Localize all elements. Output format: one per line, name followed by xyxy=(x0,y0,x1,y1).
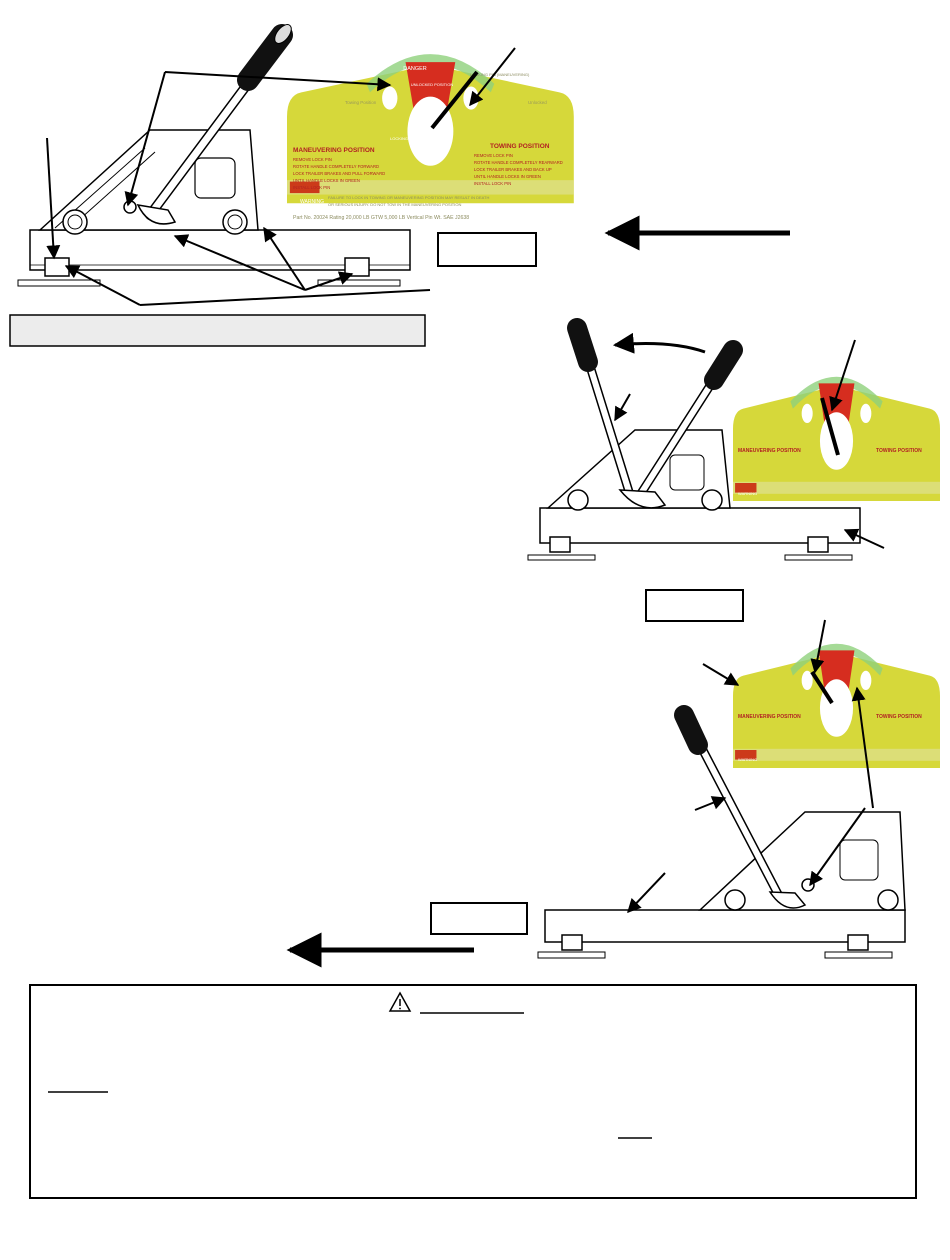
unlocked-label: UNLOCKED POSITION xyxy=(411,82,454,87)
leader-lines-1 xyxy=(46,47,516,306)
towing-step-3: LOCK TRAILER BRAKES AND BACK UP xyxy=(474,167,552,172)
maneuvering-title-3: MANEUVERING POSITION xyxy=(738,714,801,720)
caption-box-2 xyxy=(645,589,744,622)
handle-3 xyxy=(674,705,815,909)
mount-foot-left-3 xyxy=(537,934,606,959)
mount-foot-right-3 xyxy=(824,934,893,959)
danger-label: DANGER xyxy=(403,66,427,72)
caption-box-1 xyxy=(437,232,537,267)
towing-title-2: TOWING POSITION xyxy=(876,448,922,454)
panel-1-towing: DANGER Towing Position LOCKING PIN (TOWI… xyxy=(9,24,790,347)
side-plate xyxy=(38,129,259,231)
warning-triangle-icon xyxy=(388,991,412,1012)
maneuvering-step-5: INSTALL LOCK PIN xyxy=(293,185,330,190)
towing-step-4: UNTIL HANDLE LOCKS IN GREEN xyxy=(474,174,541,179)
warning-label: WARNING xyxy=(300,199,324,205)
warning-text-2: OR SERIOUS INJURY. DO NOT TOW IN THE MAN… xyxy=(328,202,461,207)
maneuvering-title: MANEUVERING POSITION xyxy=(293,147,375,154)
towing-step-5: INSTALL LOCK PIN xyxy=(474,181,511,186)
maneuvering-step-1: REMOVE LOCK PIN xyxy=(293,157,332,162)
towing-pos-label: Towing Position xyxy=(345,100,377,105)
towing-step-1: REMOVE LOCK PIN xyxy=(474,153,513,158)
side-plate-2 xyxy=(546,429,731,509)
leader-lines-3 xyxy=(627,619,874,914)
position-needle xyxy=(430,70,479,130)
title-banner xyxy=(9,314,426,347)
panel-2-rotation: MANEUVERING POSITION TOWING POSITION WAR… xyxy=(527,318,940,622)
warning-text-1: FAILURE TO LOCK IN TOWING OR MANEUVERING… xyxy=(328,195,489,200)
part-line: Part No. 20024 Rating 20,000 LB GTW 5,00… xyxy=(293,215,469,221)
warning-box xyxy=(29,984,917,1199)
mount-foot-left-2 xyxy=(527,536,596,561)
towing-step-2: ROTATE HANDLE COMPLETELY REARWARD xyxy=(474,160,563,165)
locking-pin-right: LOCKING PIN (MANEUVERING) xyxy=(470,72,530,77)
handle-forward xyxy=(635,340,743,500)
warning-label-3: WARNING xyxy=(738,757,757,762)
maneuvering-step-4: UNTIL HANDLE LOCKS IN GREEN xyxy=(293,178,360,183)
mount-foot-right-2 xyxy=(784,536,853,561)
decal-plate-3 xyxy=(733,648,940,768)
maneuvering-step-2: ROTATE HANDLE COMPLETELY FORWARD xyxy=(293,164,379,169)
hitch-base-3 xyxy=(544,909,906,943)
panel-3-maneuvering: MANEUVERING POSITION TOWING POSITION WAR… xyxy=(286,619,940,968)
unlocked-small: Unlocked xyxy=(528,100,547,105)
handle xyxy=(123,24,293,225)
maneuvering-title-2: MANEUVERING POSITION xyxy=(738,448,801,454)
caption-box-3 xyxy=(430,902,528,935)
towing-title: TOWING POSITION xyxy=(490,143,550,150)
position-needle-2 xyxy=(820,397,840,456)
handle-rear xyxy=(567,318,635,500)
side-plate-3 xyxy=(698,811,906,911)
warning-label-2: WARNING xyxy=(738,491,757,496)
position-needle-3 xyxy=(810,670,834,705)
hitch-base-2 xyxy=(539,507,861,544)
leader-lines-2 xyxy=(612,332,885,549)
locking-pin-left: LOCKING PIN (TOWING) xyxy=(390,136,437,141)
maneuvering-step-3: LOCK TRAILER BRAKES AND PULL FORWARD xyxy=(293,171,385,176)
towing-title-3: TOWING POSITION xyxy=(876,714,922,720)
